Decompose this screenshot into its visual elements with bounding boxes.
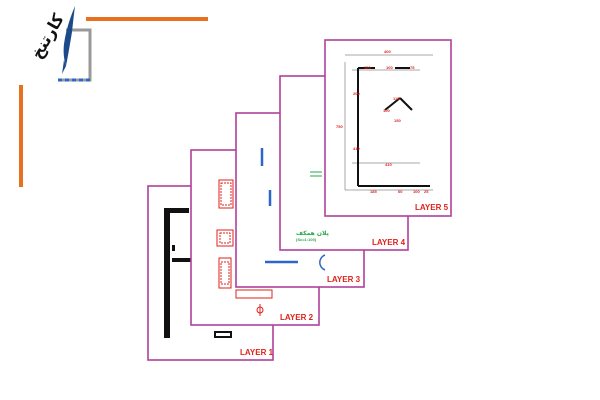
dim-label: 150 — [394, 118, 401, 123]
dim-label: 100 — [383, 108, 390, 113]
quill-pen-logo — [63, 6, 75, 66]
logo-left-bar — [19, 85, 23, 187]
layer-1-walls — [164, 208, 232, 338]
layer-4-label: LAYER 4 — [372, 238, 406, 247]
dim-label: 200 — [353, 91, 360, 96]
logo-wordmark: کارتنخ — [27, 10, 68, 62]
brand-logo: کارتنخ — [19, 6, 208, 187]
quill-pen-tip — [62, 60, 66, 74]
dim-label: 100 — [413, 189, 420, 194]
layer-5-walls — [357, 67, 430, 187]
layer-5-sheet: 400 150 100 75 200 110 750 100 150 410 4… — [324, 39, 452, 217]
dim-label: 410 — [353, 146, 360, 151]
dim-label: 185 — [370, 189, 377, 194]
dim-label: 400 — [384, 49, 391, 54]
dim-label: 75 — [410, 65, 415, 70]
layer-5-label: LAYER 5 — [415, 203, 449, 212]
dim-label: 60 — [398, 189, 403, 194]
layer-2-label: LAYER 2 — [280, 313, 314, 322]
layer-2-furniture — [216, 179, 273, 316]
layer-5-dimension-labels: 400 150 100 75 200 110 750 100 150 410 4… — [336, 49, 429, 194]
logo-top-bar — [86, 17, 208, 21]
layer-4-plan-scale: (Sc=1:100) — [296, 237, 317, 242]
dim-label: 25 — [424, 189, 429, 194]
layer-4-green-lines — [310, 171, 322, 177]
layer-5-dimension-lines — [344, 54, 433, 191]
layer-4-plan-title: پلان همکف — [296, 230, 329, 237]
dim-label: 150 — [364, 65, 371, 70]
dim-label: 410 — [385, 162, 392, 167]
layer-3-label: LAYER 3 — [327, 275, 361, 284]
layer-1-label: LAYER 1 — [240, 348, 274, 357]
dim-label: 750 — [336, 124, 343, 129]
logo-frame — [58, 28, 92, 82]
layer-3-blue-lines — [260, 148, 326, 271]
dim-label: 110 — [393, 96, 400, 101]
dim-label: 100 — [386, 65, 393, 70]
